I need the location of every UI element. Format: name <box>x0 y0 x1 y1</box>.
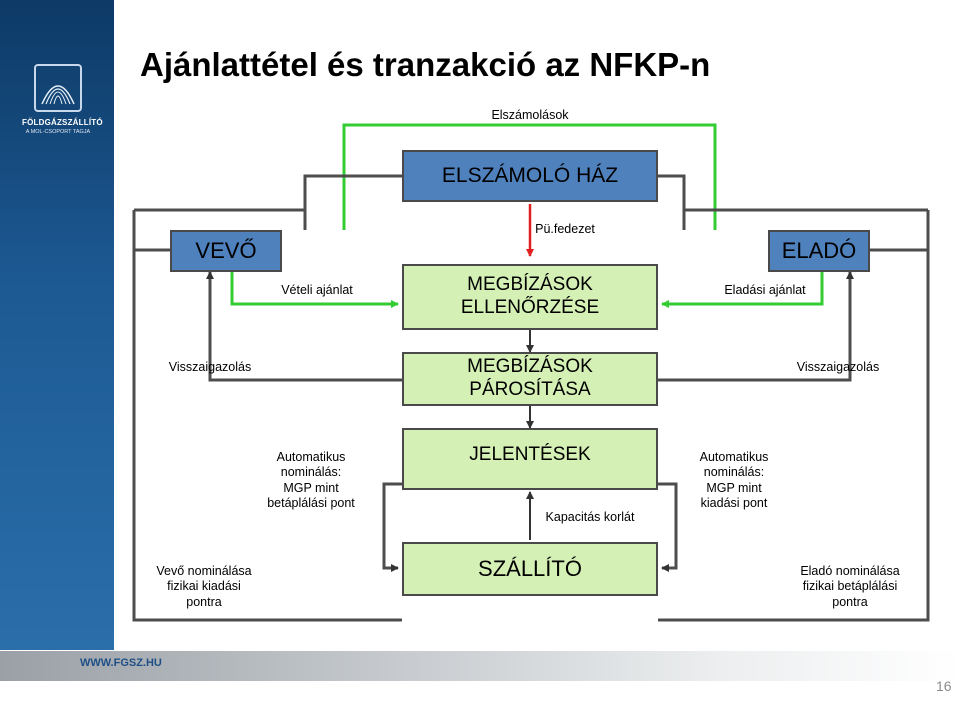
buyer-nomination-label: Vevő nominálása fizikai kiadási pontra <box>146 564 262 610</box>
sell-offer-arrow <box>661 272 824 308</box>
check-orders-line1: MEGBÍZÁSOK <box>467 274 593 296</box>
seller-nomination-label: Eladó nominálása fizikai betáplálási pon… <box>792 564 908 610</box>
outer-left-line <box>132 248 402 622</box>
auto-left-line2: nominálás: <box>280 465 342 480</box>
auto-left-line <box>382 482 402 572</box>
confirm-right-line <box>658 271 854 382</box>
clearing-right-line <box>658 174 686 230</box>
match-orders-line1: MEGBÍZÁSOK <box>467 356 593 378</box>
reports-box: JELENTÉSEK <box>402 428 658 490</box>
buyer-box: VEVŐ <box>170 230 282 272</box>
transporter-box: SZÁLLÍTÓ <box>402 542 658 596</box>
seller-nom-line3: pontra <box>832 594 868 609</box>
buyer-nom-line2: fizikai kiadási <box>167 579 241 594</box>
confirm-left-line <box>206 271 402 382</box>
buyer-nom-line1: Vevő nominálása <box>156 564 252 578</box>
confirmation-left-label: Visszaigazolás <box>168 360 252 374</box>
slide-title: Ajánlattétel és tranzakció az NFKP-n <box>140 46 711 83</box>
auto-right-line2: nominálás: <box>703 465 765 480</box>
confirmation-right-label: Visszaigazolás <box>796 360 880 374</box>
sell-offer-label: Eladási ajánlat <box>724 283 806 297</box>
logo-tagline: A MOL-CSOPORT TAGJA <box>25 129 91 135</box>
match-orders-box: MEGBÍZÁSOK PÁROSÍTÁSA <box>402 352 658 406</box>
logo-mark-icon <box>34 64 82 112</box>
auto-right-line4: kiadási pont <box>700 495 768 510</box>
check-orders-box: MEGBÍZÁSOK ELLENŐRZÉSE <box>402 264 658 330</box>
check-orders-line2: ELLENŐRZÉSE <box>460 297 600 318</box>
auto-left-line3: MGP mint <box>283 480 339 495</box>
buyer-label: VEVŐ <box>195 238 257 263</box>
seller-nom-line1: Eladó nominálása <box>800 564 900 578</box>
footer-url: WWW.FGSZ.HU <box>80 657 162 669</box>
page-number: 16 <box>936 678 952 694</box>
buy-offer-arrow <box>230 272 399 308</box>
seller-nom-line2: fizikai betáplálási <box>802 579 898 594</box>
seller-box: ELADÓ <box>768 230 870 272</box>
auto-right-line1: Automatikus <box>699 450 769 464</box>
auto-right-line <box>658 482 678 572</box>
auto-right-line3: MGP mint <box>706 480 762 495</box>
auto-left-line1: Automatikus <box>276 450 346 464</box>
settlements-label: Elszámolások <box>491 108 569 122</box>
match-orders-line2: PÁROSÍTÁSA <box>469 379 591 400</box>
capacity-limit-label: Kapacitás korlát <box>545 510 635 524</box>
company-logo: FÖLDGÁZSZÁLLÍTÓ A MOL-CSOPORT TAGJA <box>22 64 103 135</box>
auto-nomination-right: Automatikus nominálás: MGP mint kiadási … <box>684 450 784 511</box>
footer-band <box>0 651 960 681</box>
clearing-house-label: ELSZÁMOLÓ HÁZ <box>441 164 619 187</box>
auto-nomination-left: Automatikus nominálás: MGP mint betáplál… <box>258 450 364 511</box>
logo-name: FÖLDGÁZSZÁLLÍTÓ <box>22 118 103 127</box>
seller-label: ELADÓ <box>781 238 857 263</box>
clearing-left-line <box>303 174 402 230</box>
reports-label: JELENTÉSEK <box>469 444 591 465</box>
transporter-label: SZÁLLÍTÓ <box>478 556 582 581</box>
clearing-house-box: ELSZÁMOLÓ HÁZ <box>402 150 658 202</box>
outer-right-line <box>658 248 930 622</box>
auto-left-line4: betáplálási pont <box>267 495 355 510</box>
financial-cover-label: Pü.fedezet <box>535 222 595 236</box>
buy-offer-label: Vételi ajánlat <box>281 283 353 297</box>
buyer-nom-line3: pontra <box>186 594 222 609</box>
sidebar-band: FÖLDGÁZSZÁLLÍTÓ A MOL-CSOPORT TAGJA <box>0 0 114 650</box>
